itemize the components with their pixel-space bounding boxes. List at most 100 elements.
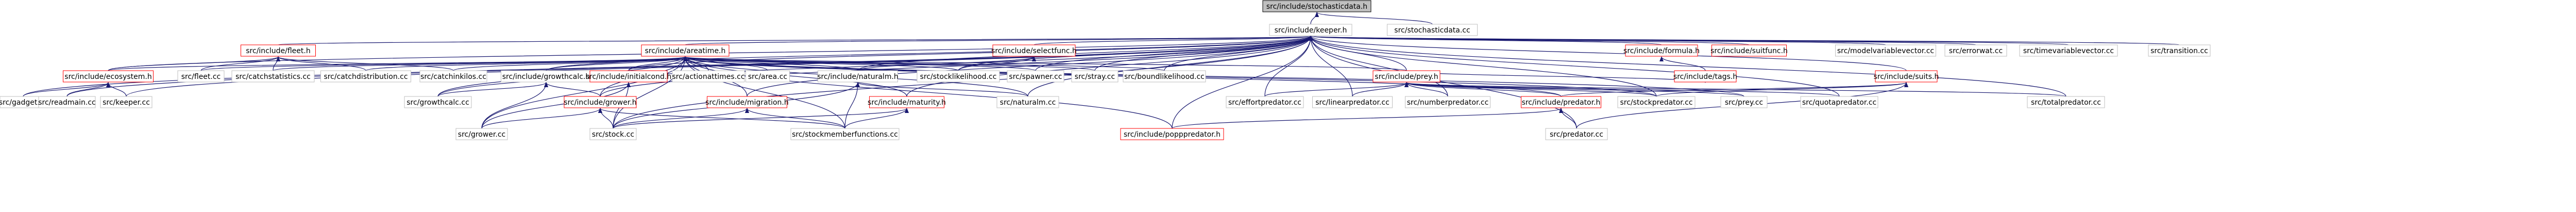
edge-prey_h-to-tags_h <box>1406 70 1707 83</box>
node-label: src/grower.cc <box>458 131 505 139</box>
node-box <box>1674 70 1737 83</box>
edge-tags_h-to-formula_h <box>1659 56 1706 71</box>
node-initialcond-h[interactable]: src/include/initialcond.h <box>586 70 671 83</box>
node-area-cc[interactable]: src/area.cc <box>745 70 790 83</box>
node-box <box>1405 96 1490 108</box>
node-catchstatistics-cc[interactable]: src/catchstatistics.cc <box>231 70 315 83</box>
edge-maturity_h-to-areatime_h <box>683 56 907 97</box>
node-label: src/include/suits.h <box>1874 73 1939 81</box>
node-label: src/stock.cc <box>592 131 634 139</box>
node-stocklikelihood-cc[interactable]: src/stocklikelihood.cc <box>917 70 1000 83</box>
node-spawner-cc[interactable]: src/spawner.cc <box>1007 70 1064 83</box>
node-box <box>404 96 472 108</box>
node-grower-h[interactable]: src/include/grower.h <box>564 96 637 108</box>
node-suits-h[interactable]: src/include/suits.h <box>1874 70 1939 83</box>
node-catchdistribution-cc[interactable]: src/catchdistribution.cc <box>320 70 411 83</box>
node-label: src/include/grower.h <box>564 99 636 107</box>
node-timevariablevector-cc[interactable]: src/timevariablevector.cc <box>2019 44 2118 57</box>
node-popppredator-h[interactable]: src/include/popppredator.h <box>1120 128 1224 140</box>
edge-maturity_h-to-keeper_h <box>906 36 1313 97</box>
edge-areatime_h-to-keeper_h <box>685 36 1312 45</box>
node-errorwat-cc[interactable]: src/errorwat.cc <box>1944 44 2007 57</box>
node-grower-cc[interactable]: src/grower.cc <box>455 128 508 140</box>
node-gadget-cc[interactable]: src/gadget.cc <box>0 96 47 108</box>
node-label: src/include/ecosystem.h <box>64 73 151 81</box>
node-migration-h[interactable]: src/include/migration.h <box>705 96 789 108</box>
node-box <box>1521 96 1601 108</box>
edge-gadget_cc-to-ecosystem_h <box>23 82 110 97</box>
node-box <box>1944 44 2007 57</box>
node-box <box>1875 70 1938 83</box>
edge-transition_cc-to-keeper_h <box>1309 36 2180 45</box>
node-predator-h[interactable]: src/include/predator.h <box>1521 96 1601 108</box>
node-suitfunc-h[interactable]: src/include/suitfunc.h <box>1710 44 1788 57</box>
edge-stockmemberfunctions_cc-to-maturity_h <box>844 108 909 129</box>
edge-errorwat_cc-to-keeper_h <box>1309 36 1976 45</box>
nodes-layer: src/include/stochasticdata.h src/include/… <box>0 0 2211 140</box>
node-tags-h[interactable]: src/include/tags.h <box>1673 70 1737 83</box>
edge-linearpredator_cc-to-prey_h <box>1352 82 1409 97</box>
node-label: src/actionattimes.cc <box>672 73 744 81</box>
edge-grower_cc-to-grower_h <box>481 108 602 129</box>
edge-stock_cc-to-areatime_h <box>613 56 687 129</box>
node-stray-cc[interactable]: src/stray.cc <box>1071 70 1118 83</box>
node-stochasticdata-cc[interactable]: src/stochasticdata.cc <box>1387 24 1478 36</box>
node-stock-cc[interactable]: src/stock.cc <box>589 128 637 140</box>
node-formula-h[interactable]: src/include/formula.h <box>1623 44 1700 57</box>
edge-fleet_cc-to-fleet_h <box>200 56 280 71</box>
edge-stockpredator_cc-to-prey_h <box>1404 82 1657 97</box>
edge-stocklikelihood_cc-to-areatime_h <box>683 56 959 71</box>
node-box <box>1262 0 1371 12</box>
node-actionattimes-cc[interactable]: src/actionattimes.cc <box>672 70 745 83</box>
node-growthcalc-h[interactable]: src/include/growthcalc.h <box>501 70 591 83</box>
node-growthcalc-cc[interactable]: src/growthcalc.cc <box>404 96 472 108</box>
node-label: src/include/suitfunc.h <box>1710 47 1788 55</box>
node-label: src/include/migration.h <box>705 99 789 107</box>
node-stockmemberfunctions-cc[interactable]: src/stockmemberfunctions.cc <box>790 128 900 140</box>
node-box <box>1711 44 1787 57</box>
node-boundlikelihood-cc[interactable]: src/boundlikelihood.cc <box>1123 70 1206 83</box>
node-label: src/include/areatime.h <box>645 47 726 55</box>
node-stockpredator-cc[interactable]: src/stockpredator.cc <box>1617 96 1696 108</box>
node-modelvariablevector-cc[interactable]: src/modelvariablevector.cc <box>1835 44 1936 57</box>
node-selectfunc-h[interactable]: src/include/selectfunc.h <box>991 44 1077 57</box>
edge-keeper_cc-to-ecosystem_h <box>106 82 127 97</box>
node-keeper-cc[interactable]: src/keeper.cc <box>100 96 152 108</box>
node-label: src/include/stochasticdata.h <box>1266 3 1367 11</box>
edge-stockpredator_cc-to-suits_h <box>1656 82 1908 97</box>
node-label: src/include/formula.h <box>1623 47 1700 55</box>
node-prey-cc[interactable]: src/prey.cc <box>1720 96 1768 108</box>
node-label: src/stockpredator.cc <box>1620 99 1692 107</box>
node-fleet-cc[interactable]: src/fleet.cc <box>177 70 225 83</box>
node-fleet-h[interactable]: src/include/fleet.h <box>241 44 316 57</box>
node-label: src/naturalm.cc <box>1000 99 1056 107</box>
node-numberpredator-cc[interactable]: src/numberpredator.cc <box>1405 96 1490 108</box>
node-readmain-cc[interactable]: src/readmain.cc <box>38 96 96 108</box>
node-transition-cc[interactable]: src/transition.cc <box>2148 44 2211 57</box>
edge-predator_cc-to-predator_h <box>1559 108 1577 129</box>
node-label: src/gadget.cc <box>0 99 47 107</box>
node-maturity-h[interactable]: src/include/maturity.h <box>868 96 946 108</box>
node-catchinkilos-cc[interactable]: src/catchinkilos.cc <box>419 70 487 83</box>
edge-keeper_h-to-stochasticdata_h <box>1310 12 1319 25</box>
edge-catchinkilos_cc-to-fleet_h <box>276 56 454 71</box>
node-keeper-h[interactable]: src/include/keeper.h <box>1269 24 1352 36</box>
node-quotapredator-cc[interactable]: src/quotapredator.cc <box>1800 96 1878 108</box>
node-prey-h[interactable]: src/include/prey.h <box>1372 70 1440 83</box>
node-box <box>241 44 316 57</box>
node-label: src/include/naturalm.h <box>817 73 899 81</box>
node-linearpredator-cc[interactable]: src/linearpredator.cc <box>1312 96 1393 108</box>
node-ecosystem-h[interactable]: src/include/ecosystem.h <box>63 70 154 83</box>
node-totalpredator-cc[interactable]: src/totalpredator.cc <box>2027 96 2105 108</box>
node-naturalm-cc[interactable]: src/naturalm.cc <box>996 96 1059 108</box>
node-naturalm-h[interactable]: src/include/naturalm.h <box>817 70 899 83</box>
node-effortpredator-cc[interactable]: src/effortpredator.cc <box>1226 96 1304 108</box>
node-areatime-h[interactable]: src/include/areatime.h <box>641 44 730 57</box>
node-box <box>1387 24 1478 36</box>
node-predator-cc[interactable]: src/predator.cc <box>1545 128 1608 140</box>
node-box <box>1545 128 1608 140</box>
edge-stockpredator_cc-to-keeper_h <box>1309 36 1657 97</box>
edge-prey_h-to-keeper_h <box>1309 36 1407 71</box>
edge-selectfunc_h-to-keeper_h <box>1033 36 1313 45</box>
